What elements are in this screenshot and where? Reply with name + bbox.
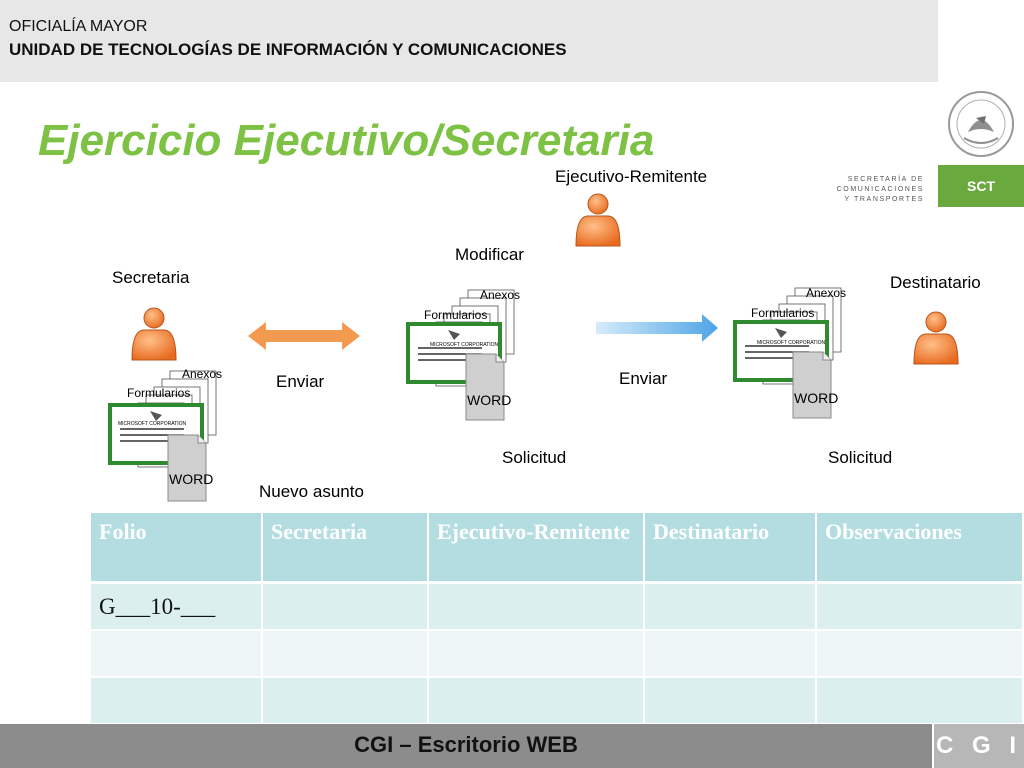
destinatario-person-icon	[913, 311, 959, 365]
table-cell	[262, 630, 429, 678]
footer-title: CGI – Escritorio WEB	[354, 732, 578, 757]
cgi-badge: C G I	[934, 724, 1024, 768]
mexico-seal-icon	[948, 91, 1014, 157]
corp-label: MICROSOFT CORPORATION	[118, 421, 187, 427]
table-cell	[816, 630, 1024, 678]
slide-title: Ejercicio Ejecutivo/Secretaria	[38, 116, 655, 165]
formularios-label: Formularios	[424, 308, 487, 322]
table-cell	[644, 582, 817, 631]
solicitud-label: Solicitud	[502, 448, 566, 467]
sct-wordmark: SECRETARÍA DE COMUNICACIONES Y TRANSPORT…	[822, 175, 924, 205]
table-row	[91, 630, 1024, 678]
secretaria-label: Secretaria	[112, 268, 190, 287]
word-label: WORD	[794, 390, 838, 406]
modificar-label: Modificar	[455, 245, 524, 264]
col-secretaria: Secretaria	[262, 513, 429, 584]
table-cell	[91, 630, 263, 678]
enviar-label: Enviar	[619, 369, 668, 388]
col-folio: Folio	[91, 513, 263, 584]
table-cell	[262, 677, 429, 725]
table-cell	[91, 677, 263, 725]
workflow-diagram: Anexos Formularios MICROSOFT CORPORATION…	[108, 167, 981, 503]
bidirectional-arrow-icon	[248, 322, 360, 350]
table-cell	[428, 582, 645, 631]
forward-arrow-icon	[596, 314, 718, 342]
destinatario-label: Destinatario	[890, 273, 981, 292]
anexos-label: Anexos	[480, 288, 520, 302]
table-row: G___10-___	[91, 582, 1024, 631]
ejecutivo-person-icon	[575, 193, 621, 247]
table-cell	[816, 677, 1024, 725]
formularios-label: Formularios	[127, 386, 190, 400]
table-cell: G___10-___	[91, 582, 263, 631]
sct-badge: SCT	[938, 165, 1024, 207]
nuevo-asunto-label: Nuevo asunto	[259, 482, 364, 501]
table-cell	[428, 630, 645, 678]
sct-wordmark-line: COMUNICACIONES	[836, 186, 924, 193]
col-observaciones: Observaciones	[816, 513, 1024, 584]
header-office: OFICIALÍA MAYOR	[9, 18, 148, 35]
header-unit: UNIDAD DE TECNOLOGÍAS DE INFORMACIÓN Y C…	[9, 40, 567, 59]
col-ejecutivo: Ejecutivo-Remitente	[428, 513, 645, 584]
enviar-label: Enviar	[276, 372, 325, 391]
col-destinatario: Destinatario	[644, 513, 817, 584]
table-header-row: Folio Secretaria Ejecutivo-Remitente Des…	[91, 513, 1024, 584]
ejecutivo-label: Ejecutivo-Remitente	[555, 167, 707, 186]
secretaria-person-icon	[131, 307, 177, 361]
footer-bar	[0, 724, 932, 768]
word-label: WORD	[169, 471, 213, 487]
anexos-label: Anexos	[806, 286, 846, 300]
table-cell	[644, 677, 817, 725]
corp-label: MICROSOFT CORPORATION	[757, 340, 826, 346]
table-cell	[428, 677, 645, 725]
sct-wordmark-line: Y TRANSPORTES	[844, 196, 924, 203]
header-bar	[0, 0, 938, 82]
word-label: WORD	[467, 392, 511, 408]
solicitud-label: Solicitud	[828, 448, 892, 467]
anexos-label: Anexos	[182, 367, 222, 381]
sct-wordmark-line: SECRETARÍA DE	[847, 176, 924, 183]
corp-label: MICROSOFT CORPORATION	[430, 342, 499, 348]
table-row	[91, 677, 1024, 725]
table-cell	[644, 630, 817, 678]
table-cell	[262, 582, 429, 631]
formularios-label: Formularios	[751, 306, 814, 320]
table-cell	[816, 582, 1024, 631]
folio-table: Folio Secretaria Ejecutivo-Remitente Des…	[91, 513, 1024, 725]
